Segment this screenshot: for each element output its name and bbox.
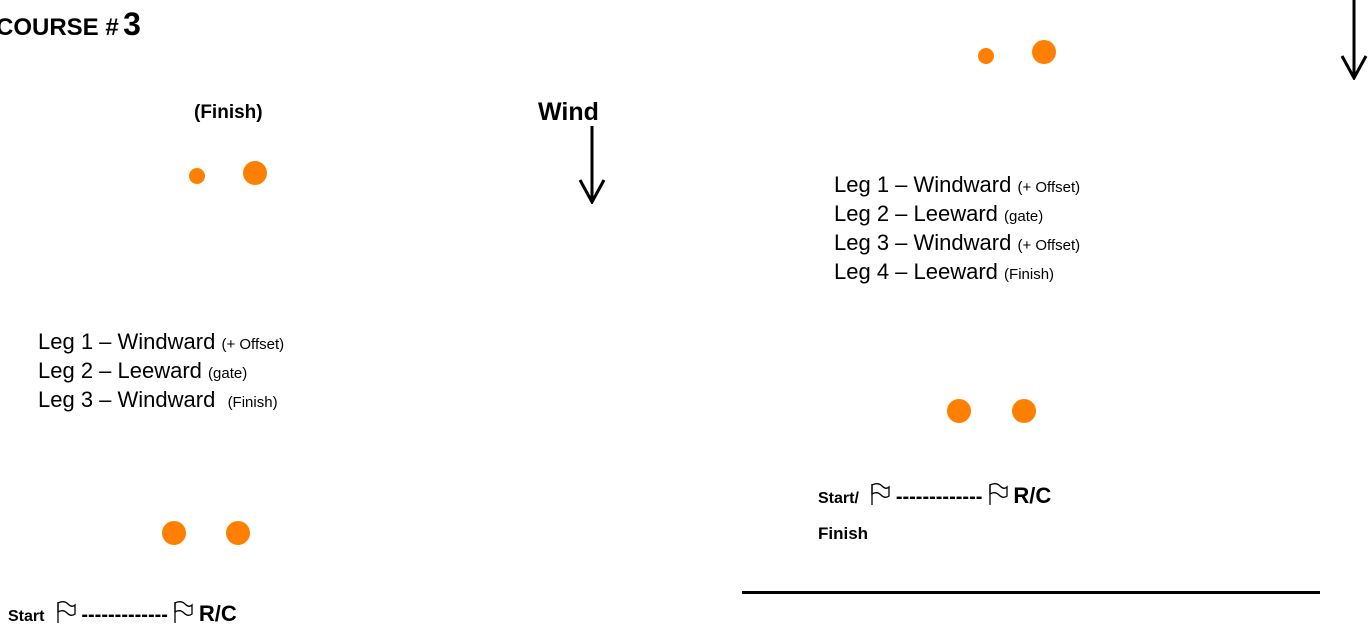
right-start-line: Start/ ------------- R/C bbox=[818, 482, 1051, 509]
flag-icon bbox=[989, 483, 1008, 505]
gate-mark-left bbox=[947, 399, 971, 423]
right-legs-list: Leg 1 – Windward (+ Offset) Leg 2 – Leew… bbox=[834, 172, 1080, 288]
finish-label: Finish bbox=[818, 524, 869, 543]
windward-mark-offset bbox=[243, 161, 267, 185]
windward-mark-small bbox=[978, 48, 994, 64]
finish-label: (Finish) bbox=[194, 102, 263, 123]
start-line-dashes: ------------- bbox=[81, 604, 168, 626]
flag-icon bbox=[871, 483, 891, 505]
page-title: COURSE # 3 bbox=[0, 6, 141, 43]
rc-label: R/C bbox=[1013, 483, 1052, 508]
leg-item: Leg 2 – Leeward (gate) bbox=[834, 201, 1044, 226]
rc-label: R/C bbox=[198, 601, 237, 626]
leg-item: Leg 4 – Leeward (Finish) bbox=[834, 259, 1055, 284]
leg-item: Leg 2 – Leeward (gate) bbox=[38, 358, 248, 383]
leg-item: Leg 1 – Windward (+ Offset) bbox=[38, 329, 285, 354]
wind-label: Wind bbox=[538, 98, 599, 126]
left-legs-list: Leg 1 – Windward (+ Offset) Leg 2 – Leew… bbox=[38, 329, 284, 416]
left-start-line: Start ------------- R/C bbox=[8, 600, 237, 627]
leg-item: Leg 3 – Windward (Finish) bbox=[38, 387, 278, 412]
gate-mark-right bbox=[226, 521, 250, 545]
course-number: 3 bbox=[123, 6, 141, 42]
wind-arrow-icon bbox=[1340, 0, 1368, 80]
course-label: COURSE # bbox=[0, 14, 119, 41]
gate-mark-right bbox=[1012, 399, 1036, 423]
flag-icon bbox=[57, 601, 76, 623]
leg-item: Leg 1 – Windward (+ Offset) bbox=[834, 172, 1081, 197]
flag-icon bbox=[174, 601, 194, 623]
gate-mark-left bbox=[162, 521, 186, 545]
start-label: Start bbox=[8, 608, 45, 625]
start-line-dashes: ------------- bbox=[895, 486, 983, 508]
windward-mark-offset bbox=[1032, 40, 1056, 64]
windward-mark-small bbox=[189, 168, 205, 184]
start-label: Start/ bbox=[818, 490, 859, 507]
wind-arrow-icon bbox=[578, 126, 606, 204]
divider-line bbox=[742, 591, 1320, 594]
leg-item: Leg 3 – Windward (+ Offset) bbox=[834, 230, 1081, 255]
